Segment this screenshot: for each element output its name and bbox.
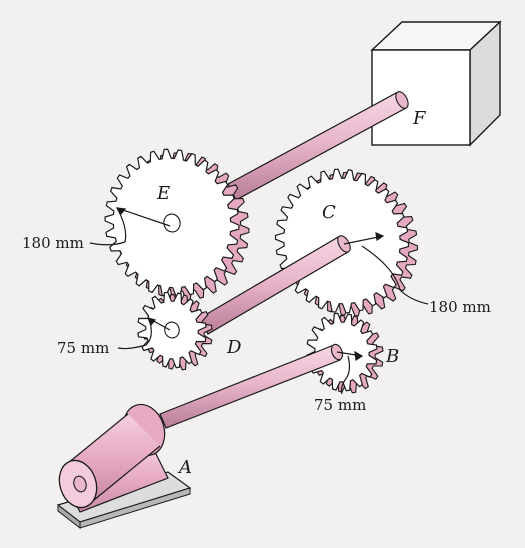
block-f	[370, 20, 502, 147]
gear-d	[137, 291, 213, 371]
dimension-e-radius: 180 mm	[22, 234, 84, 252]
dimension-c-radius: 180 mm	[429, 298, 491, 316]
label-c: C	[322, 202, 336, 223]
label-d: D	[227, 337, 242, 358]
motor-a	[56, 403, 192, 530]
label-f: F	[413, 108, 426, 129]
gearD-hub	[164, 321, 180, 339]
dimension-leaders	[89, 207, 429, 395]
dimension-d-radius: 75 mm	[57, 339, 110, 357]
gear-e	[104, 148, 250, 301]
label-a: A	[179, 457, 193, 478]
dimension-b-radius: 75 mm	[314, 396, 367, 414]
label-b: B	[386, 346, 400, 367]
label-e: E	[157, 183, 171, 204]
